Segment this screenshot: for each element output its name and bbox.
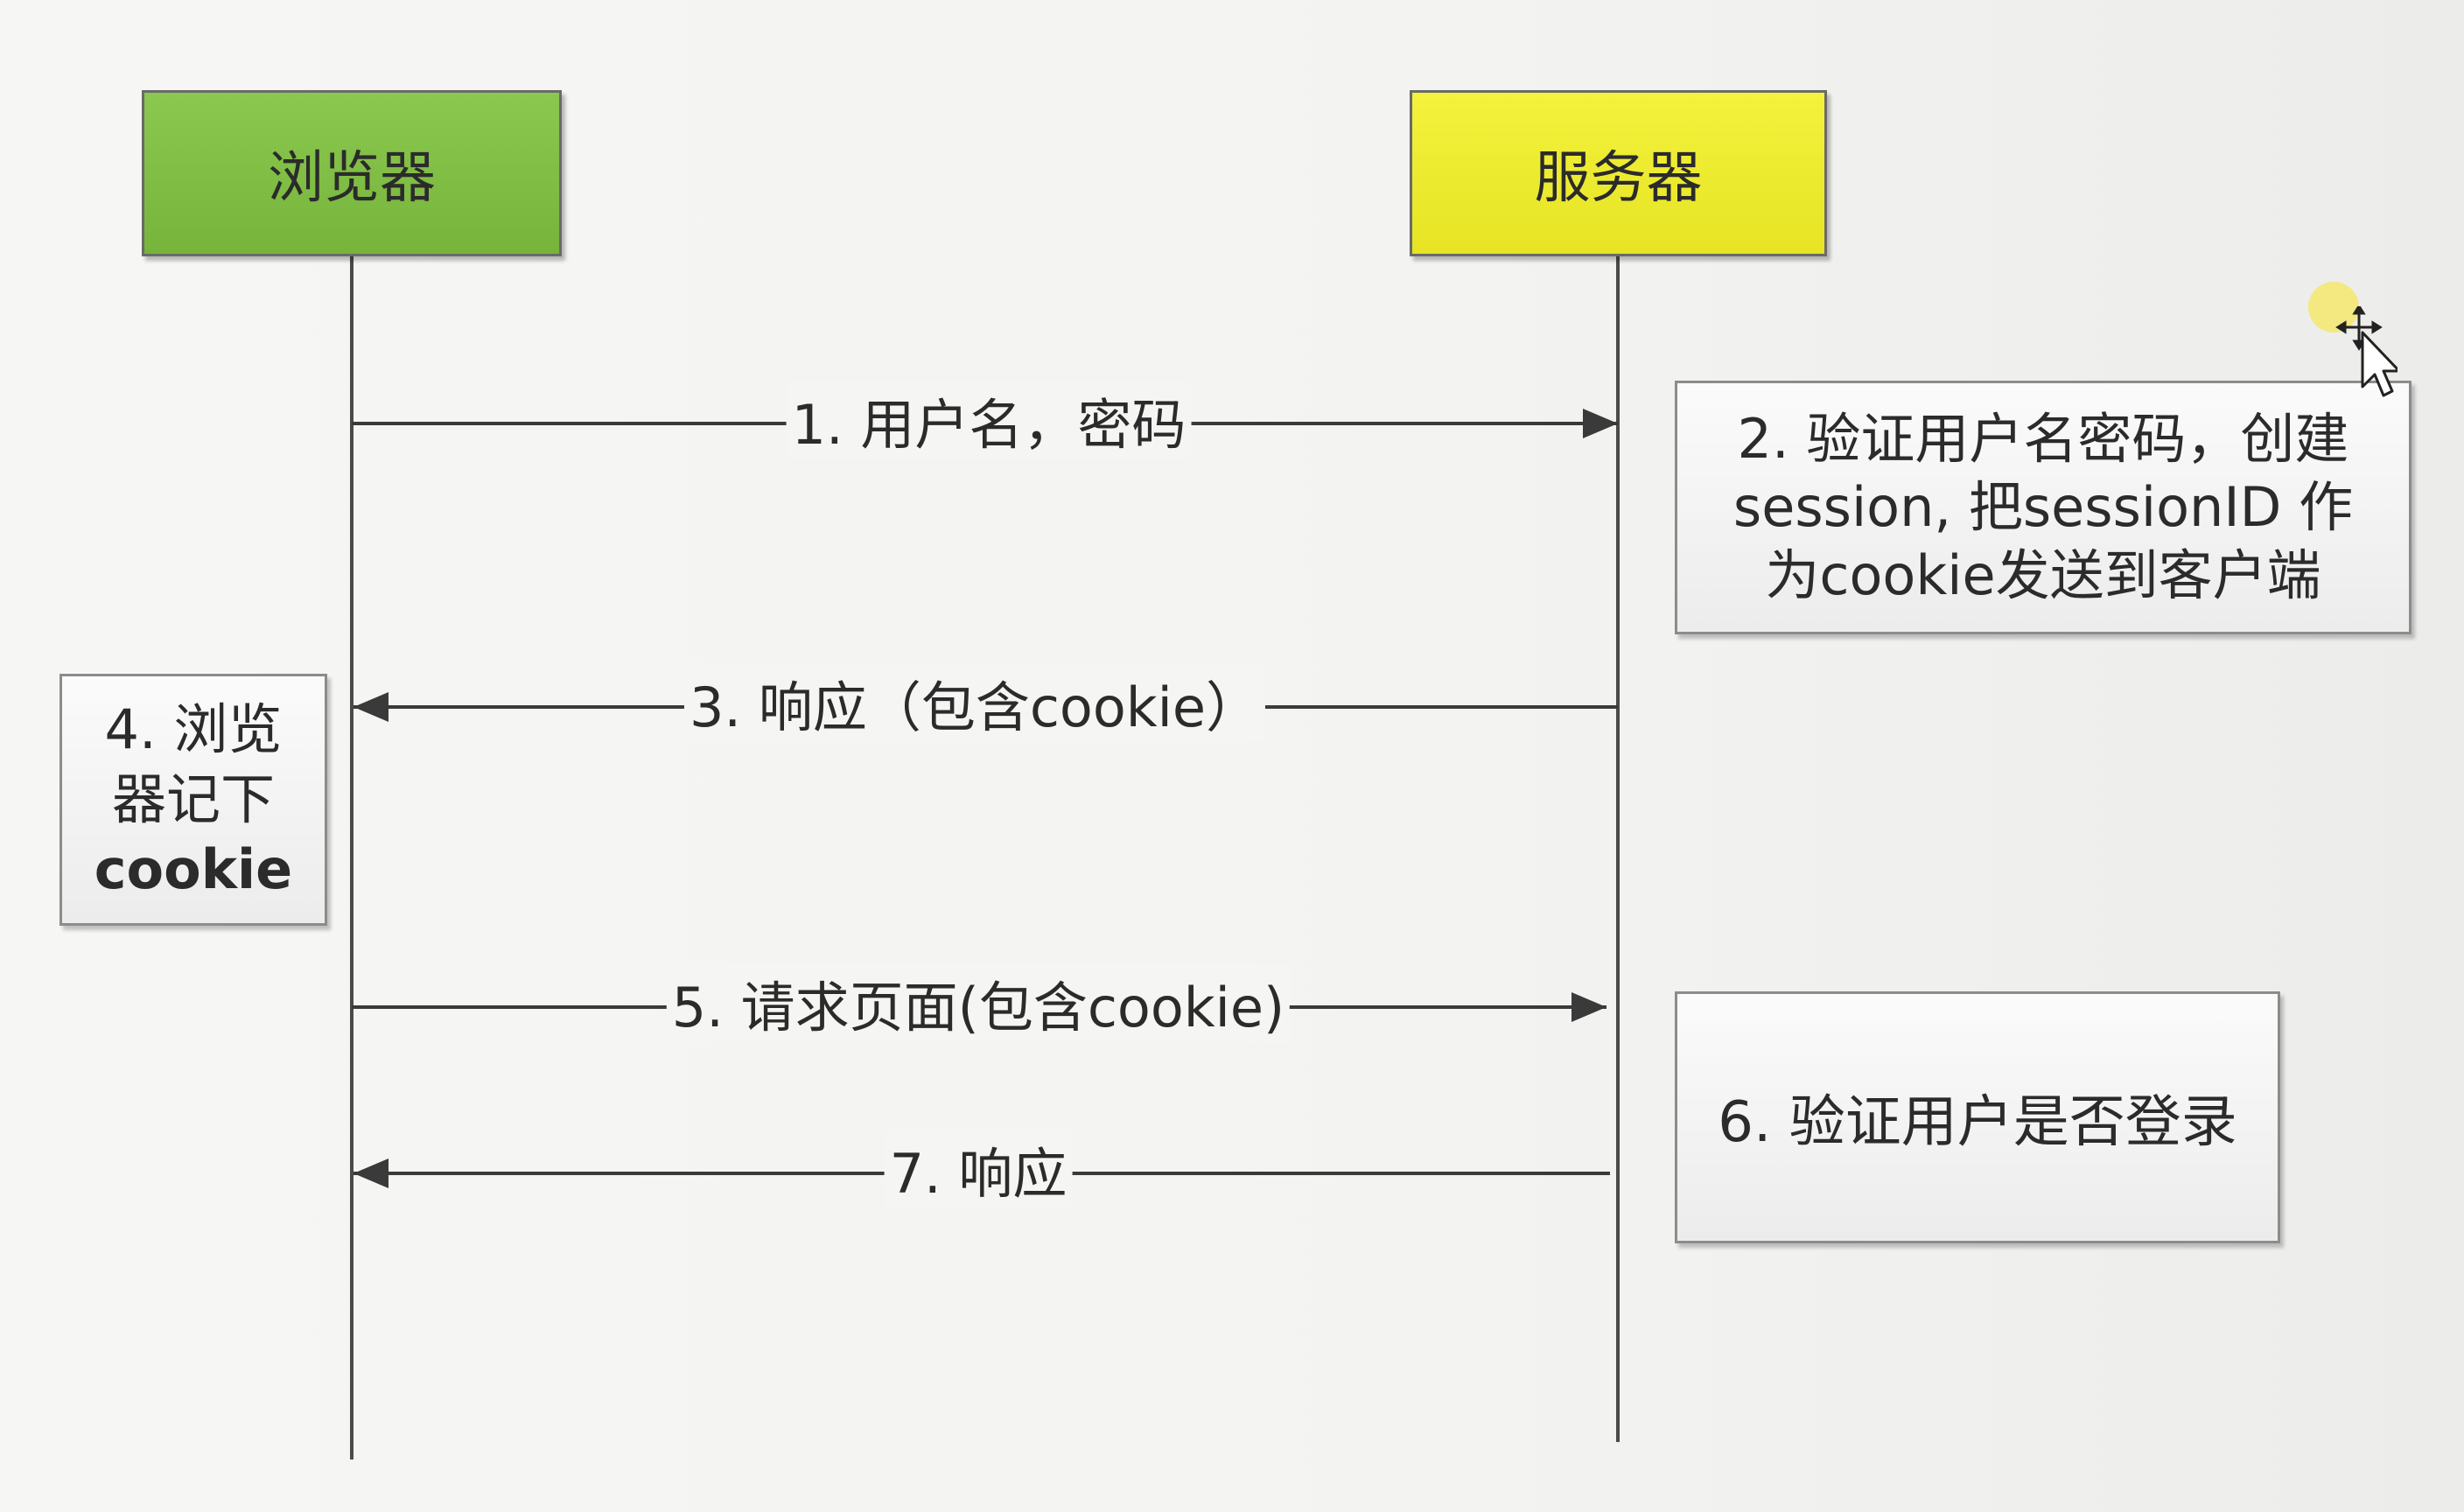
note-step-6-text: 6. 验证用户是否登录	[1718, 1090, 2237, 1155]
note-step-4: 4. 浏览 器记下 cookie	[60, 674, 327, 926]
note-step-2-line-1: 2. 验证用户名密码，创建	[1737, 407, 2349, 471]
move-cursor-icon	[2335, 306, 2398, 397]
message-5-label: 5. 请求页面(包含cookie)	[666, 963, 1291, 1042]
message-3-label: 3. 响应（包含cookie）	[683, 663, 1266, 742]
message-1-label: 1. 用户名，密码	[786, 381, 1192, 459]
server-actor: 服务器	[1410, 90, 1827, 256]
note-step-4-line-1: 4. 浏览	[104, 697, 283, 761]
cursor-highlight	[2308, 282, 2359, 332]
browser-actor-label: 浏览器	[268, 146, 436, 211]
note-step-2-line-3: 为cookie发送到客户端	[1765, 543, 2321, 607]
note-step-4-line-2: 器记下	[111, 767, 275, 831]
message-7-label: 7. 响应	[884, 1130, 1073, 1208]
server-actor-label: 服务器	[1534, 146, 1703, 211]
note-step-2-line-2: session, 把sessionID 作	[1732, 475, 2354, 539]
note-step-6: 6. 验证用户是否登录	[1675, 991, 2280, 1243]
browser-actor: 浏览器	[142, 90, 562, 256]
note-step-2: 2. 验证用户名密码，创建 session, 把sessionID 作 为coo…	[1675, 381, 2412, 634]
note-step-4-line-3: cookie	[94, 837, 293, 901]
